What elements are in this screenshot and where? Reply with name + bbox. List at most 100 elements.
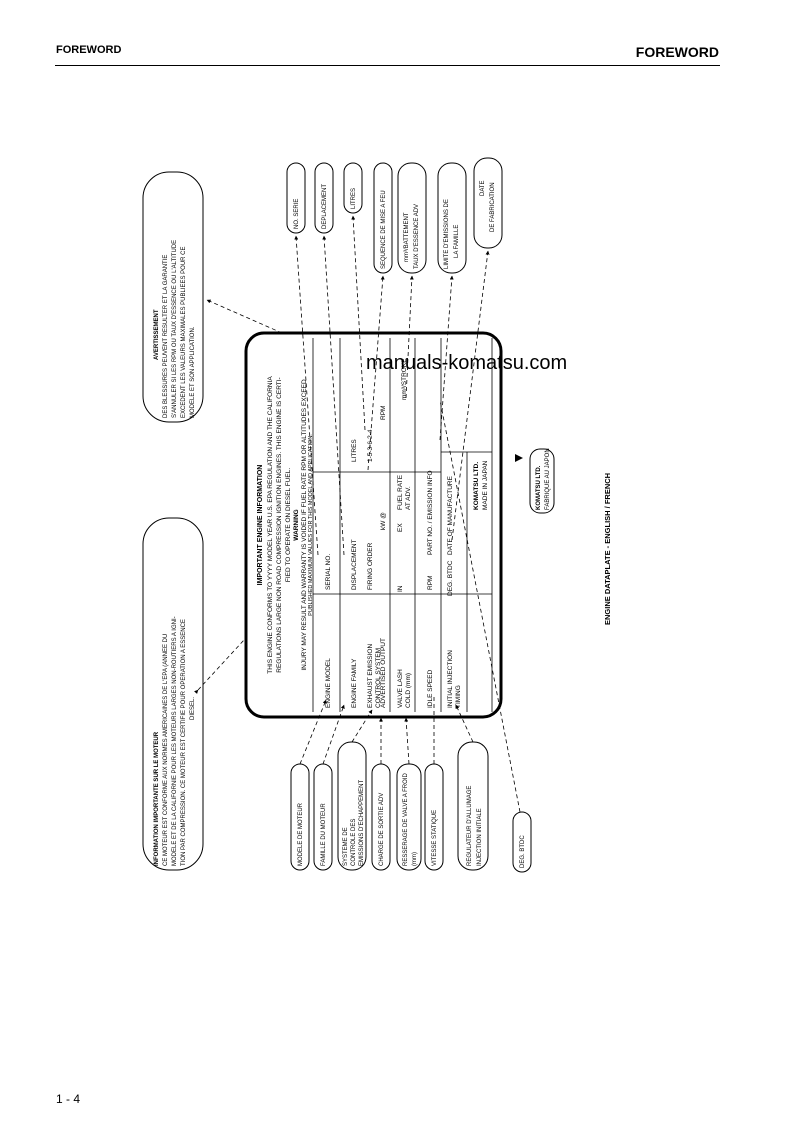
callout-deg-btdc: DEG. BTDC [520, 835, 526, 868]
row-exhaust-emission: EXHAUST EMISSION [367, 644, 374, 708]
figure-caption: ENGINE DATAPLATE - ENGLISH / FRENCH [603, 473, 612, 625]
plate-warning-line-2: PUBLISHED MAXIMUM VALUES FOR THIS MODEL … [308, 434, 314, 616]
callout-modele-de-moteur: MODELE DE MOTEUR [298, 802, 304, 866]
row-kw-at: kW @ [380, 512, 387, 530]
callout-box-regulateur [457, 741, 489, 871]
callout-no-serie: NO. SERIE [294, 199, 300, 229]
callout-box-deplacement [314, 162, 334, 234]
row-litres: LITRES [351, 439, 358, 462]
row-valve-ex: EX [397, 523, 404, 532]
watermark: manuals-komatsu.com [366, 352, 568, 374]
row-control-system: CONTROL SYSTEM [375, 648, 382, 708]
leader-resserage [404, 717, 410, 765]
row-engine-family: ENGINE FAMILY [351, 658, 358, 708]
row-displacement: DISPLACEMENT [351, 539, 358, 590]
callout-sequence: SEQUENCE DE MISE A FEU [381, 190, 387, 269]
row-idle-rpm: RPM [427, 576, 434, 590]
leader-famille [322, 704, 345, 765]
callout-box-taux [397, 162, 427, 274]
plate-made-in: MADE IN JAPAN [482, 460, 489, 510]
callout-box-litres [343, 162, 363, 214]
plate-grid [312, 338, 493, 712]
plate-warning-title: WARNING [293, 509, 300, 540]
avertissement-leader [206, 299, 283, 334]
callout-resserage-line-1: RESSERAGE DE VALVE A FROID [403, 773, 409, 866]
leader-litres [351, 215, 366, 431]
row-timing: TIMING [455, 685, 462, 708]
avertissement-line-4: MODELE ET SON APPLICATION. [190, 326, 196, 418]
row-valve-in: IN [397, 585, 404, 592]
callout-litres: LITRES [351, 188, 357, 209]
callout-deplacement: DEPLACEMENT [322, 184, 328, 229]
leader-regulateur [455, 704, 474, 743]
info-importante-line-4: DIESEL. [190, 697, 196, 720]
callout-box-deg-btdc [512, 811, 532, 873]
row-engine-model: ENGINE MODEL [325, 658, 332, 708]
row-part-no-emission: PART NO. / EMISSION INFO [427, 470, 434, 555]
small-box-line-2: FABRIQUE AU JAPON [545, 448, 551, 510]
leader-deplacement [322, 235, 345, 556]
leader-taux [405, 275, 414, 399]
callout-date-line-2: DE FABRICATION [490, 182, 496, 232]
callout-resserage-line-2: (mm) [412, 852, 418, 866]
callout-charge-de-sortie: CHARGE DE SORTIE ADV [379, 793, 385, 866]
plate-intro-line-1: THIS ENGINE CONFORMS TO YYYY MODEL YEAR … [267, 376, 274, 674]
info-importante-line-1: CE MOTEUR EST CONFORME AUX NORMES AMERIC… [163, 634, 169, 866]
callout-box-no-serie [286, 162, 306, 234]
row-firing-order-value: 1-5-3-6-2-4 [367, 429, 374, 462]
info-importante-line-3: TION PAR COMPRESSION. CE MOTEUR EST CERT… [181, 619, 187, 866]
row-initial-injection: INITIAL INJECTION [447, 650, 454, 708]
header-right-title: FOREWORD [635, 44, 719, 60]
callout-limite-line-1: LIMITE D'EMISSIONS DE [444, 199, 450, 269]
callout-date-line-1: DATE [480, 180, 486, 196]
plate-intro-line-2: REGULATIONS LARGE NON ROAD COMPRESSION I… [276, 377, 283, 672]
leader-deg-btdc [439, 399, 521, 813]
row-idle-speed: IDLE SPEED [427, 669, 434, 708]
komatsu-fabrique-box [529, 448, 555, 514]
header-rule [55, 65, 720, 66]
row-cold-mm: COLD (mm) [405, 673, 412, 708]
plate-maker: KOMATSU LTD. [473, 462, 480, 510]
plate-title: IMPORTANT ENGINE INFORMATION [257, 465, 264, 586]
leader-no-serie [294, 235, 319, 556]
callout-limite-line-2: LA FAMILLE [454, 225, 460, 258]
leader-sequence [367, 275, 385, 471]
leader-modele [299, 699, 327, 765]
row-advertised-output: ADVERTISED OUTPUT [380, 638, 387, 708]
row-fuel-rate: FUEL RATE [397, 474, 404, 510]
info-importante-line-2: MODELE ET DE LA CALIFORNIE POUR LES MOTE… [172, 616, 178, 866]
header-left-title: FOREWORD [56, 44, 122, 56]
avertissement-line-3: EXCEDENT LES VALEURS MAXIMALES PUBLIEES … [181, 247, 187, 419]
plate-frame [244, 331, 503, 719]
callout-regulateur-line-2: INJECTION INITIALE [477, 808, 483, 866]
row-firing-order: FIRING ORDER [367, 542, 374, 590]
callout-famille-du-moteur: FAMILLE DU MOTEUR [321, 803, 327, 866]
plate-warning-line-1: INJURY MAY RESULT AND WARRANTY IS VOIDED… [301, 379, 308, 671]
callout-systeme-line-1: SYSTEME DE [343, 827, 349, 866]
callout-regulateur-line-1: REGULATEUR D'ALLUMAGE [467, 786, 473, 866]
leader-systeme [351, 709, 373, 743]
avertissement-title: AVERTISSEMENT [154, 309, 160, 360]
row-serial-no: SERIAL NO. [325, 554, 332, 590]
callout-taux-line-1: mm³/BATTEMENT [404, 212, 410, 262]
callout-taux-line-2: TAUX D'ESSENCE ADV [414, 204, 420, 269]
info-importante-box [142, 517, 204, 871]
callout-vitesse-statique: VITESSE STATIQUE [432, 810, 438, 866]
row-valve-lash: VALVE LASH [397, 669, 404, 708]
callout-box-date [473, 157, 503, 249]
info-importante-leader [194, 639, 245, 695]
row-at-adv: AT ADV. [405, 486, 412, 510]
row-rpm: RPM [380, 406, 387, 420]
callout-systeme-line-3: EMISSIONS D'ECHAPPEMENT [359, 780, 365, 866]
callout-systeme-line-2: CONTROLE DES [351, 819, 357, 866]
callout-box-limite [437, 162, 467, 274]
avertissement-line-1: DES BLESSURES PEUVENT RESULTER ET LA GAR… [163, 255, 169, 418]
page-number: 1 - 4 [56, 1092, 81, 1106]
small-box-pointer [515, 454, 523, 462]
callout-box-sequence [373, 162, 393, 274]
info-importante-title: INFORMATION IMPORTANTE SUR LE MOTEUR [154, 731, 160, 866]
row-mm3-stroke: mm³/STROKE [401, 358, 408, 400]
row-deg-btdc: DEG. BTDC [447, 560, 454, 596]
avertissement-box [142, 171, 204, 423]
